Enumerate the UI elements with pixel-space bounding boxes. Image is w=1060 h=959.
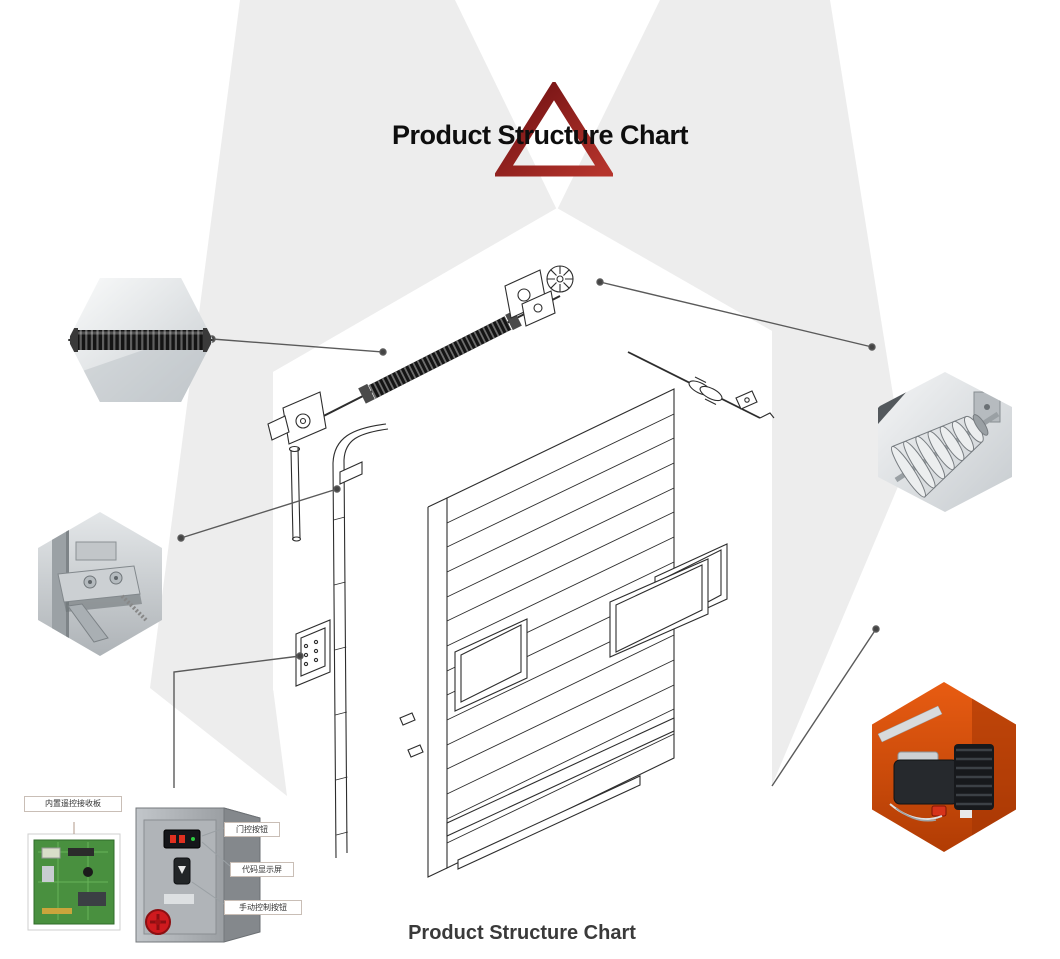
door-panel-drawing: [399, 388, 728, 878]
sectional-door-drawing: [267, 265, 775, 878]
torsion-spring-assembly-drawing: [267, 265, 775, 445]
bottom-rail-drawing: [399, 712, 675, 870]
track-drawing: [288, 423, 389, 859]
spring-anchor-drawing: [546, 265, 574, 293]
label-receiver-board: 内置遥控接收板: [24, 796, 122, 812]
control-cabinet-photo-icon: [27, 807, 261, 943]
cable-drum-drawing: [627, 351, 775, 419]
label-manual-button: 手动控制按钮: [224, 900, 302, 915]
control-box-assembly: 内置遥控接收板 门控按钮 代码显示屏 手动控制按钮: [18, 782, 308, 954]
hinge-bracket-photo-icon: [38, 512, 162, 656]
leader-lines: [173, 278, 880, 788]
gray-arrow-right-wing: [557, 0, 905, 790]
lock-box-drawing: [295, 619, 331, 687]
label-code-display: 代码显示屏: [230, 862, 294, 877]
callout-track-bracket-photo: [38, 512, 162, 656]
red-triangle-logo-icon: [495, 82, 613, 177]
door-window-drawing: [454, 543, 728, 712]
pcb-photo: [27, 822, 121, 931]
label-door-button: 门控按钮: [224, 822, 280, 837]
page-title: Product Structure Chart: [391, 120, 689, 150]
coil-spring-photo-icon: [68, 278, 213, 402]
gray-arrow-left-wing: [150, 0, 557, 796]
callout-torsion-spring-photo: [68, 278, 213, 402]
footer-title: Product Structure Chart: [408, 922, 636, 944]
